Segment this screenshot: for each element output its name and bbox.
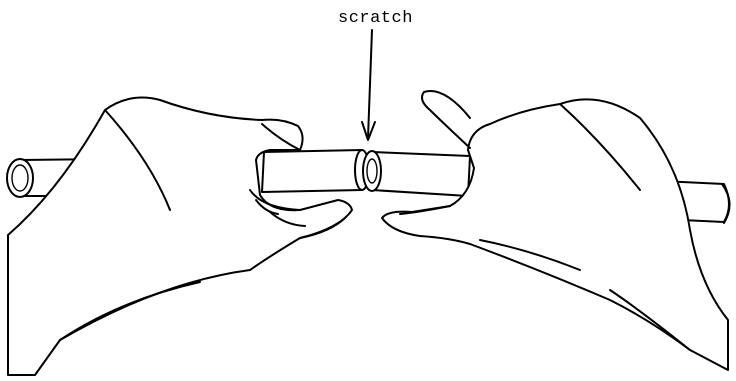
- left-tube-segment: [262, 150, 369, 192]
- left-hand: [8, 98, 352, 375]
- scratch-arrow: [362, 30, 375, 140]
- right-tube-segment: [363, 151, 470, 196]
- right-hand: [382, 91, 728, 370]
